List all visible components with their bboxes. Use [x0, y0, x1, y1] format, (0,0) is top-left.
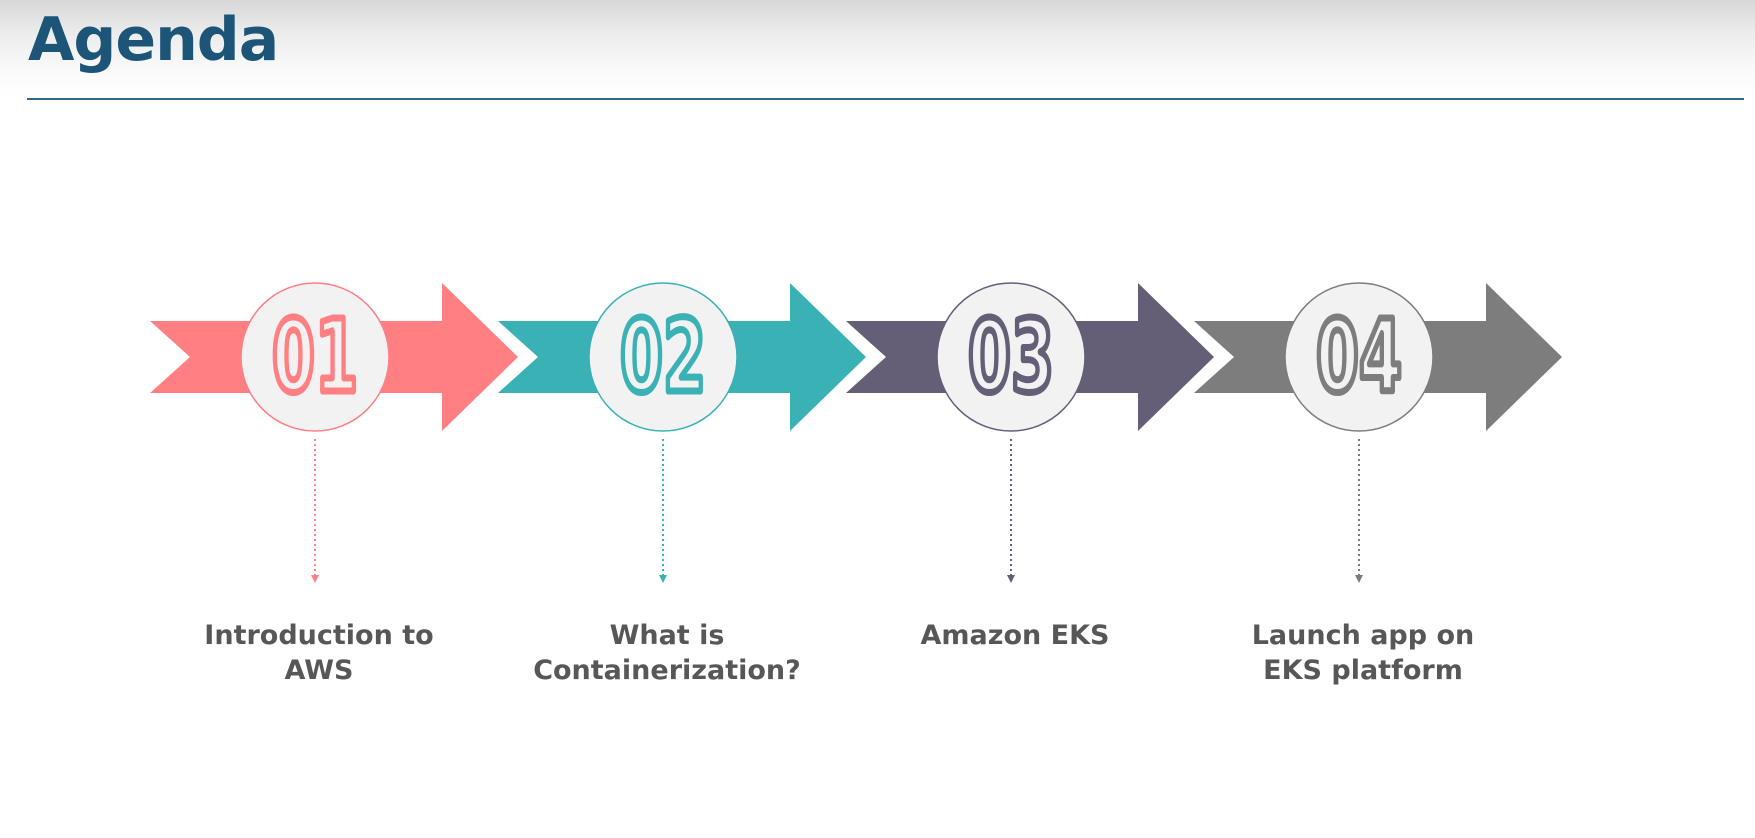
- step-label-02: What is Containerization?: [533, 620, 801, 686]
- page-title: Agenda: [28, 5, 279, 75]
- step-label-04: Launch app on EKS platform: [1251, 620, 1475, 686]
- step-circle-01: [240, 282, 390, 432]
- step-connector-tip-03: [1007, 575, 1015, 583]
- step-connector-tip-01: [311, 575, 319, 583]
- step-circle-03: [936, 282, 1086, 432]
- title-rule: [27, 98, 1744, 100]
- step-connector-tip-04: [1355, 575, 1363, 583]
- step-circle-02: [588, 282, 738, 432]
- step-number-03: 03: [968, 298, 1054, 415]
- header-band: [0, 0, 1755, 100]
- step-number-02: 02: [620, 298, 706, 415]
- step-number-04: 04: [1316, 298, 1402, 415]
- step-circle-04: [1284, 282, 1434, 432]
- step-label-01: Introduction to AWS: [204, 620, 434, 686]
- step-number-01: 01: [272, 298, 358, 415]
- step-connector-tip-02: [659, 575, 667, 583]
- step-label-03: Amazon EKS: [920, 620, 1110, 651]
